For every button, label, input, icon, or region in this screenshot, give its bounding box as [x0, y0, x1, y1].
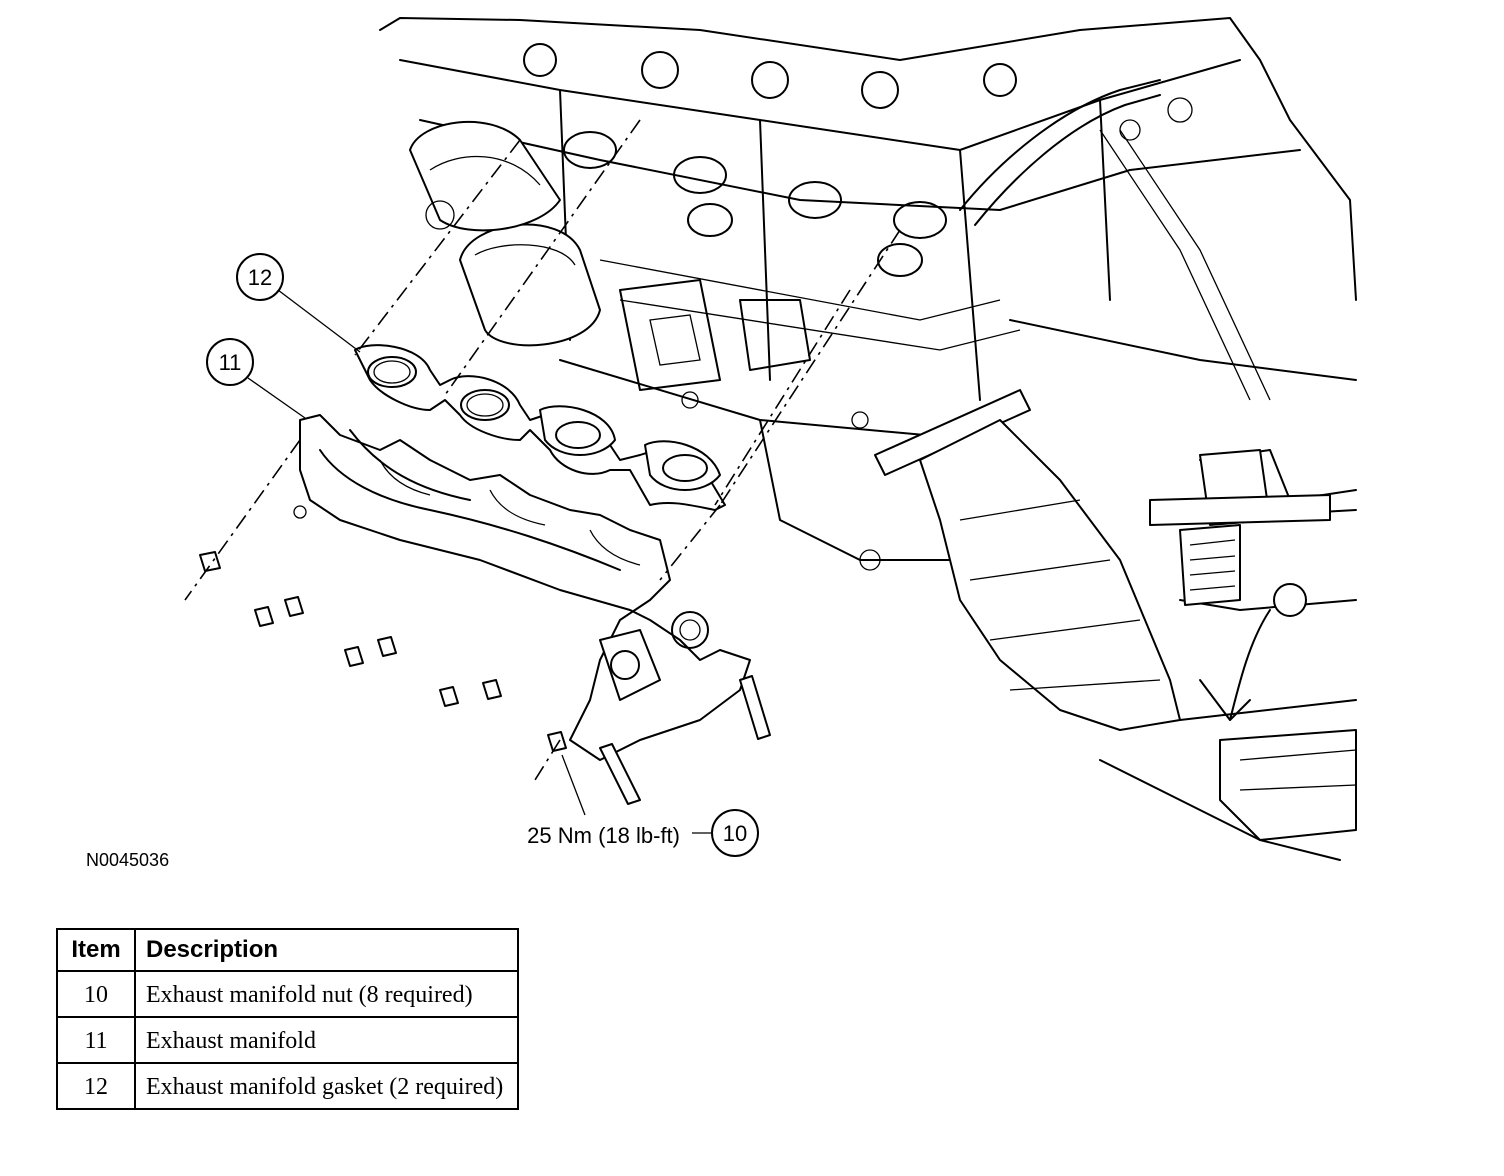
- oil-filter: [409, 120, 601, 347]
- legend-header-item: Item: [56, 928, 136, 972]
- legend-item-description: Exhaust manifold: [134, 1016, 519, 1064]
- legend-item-description: Exhaust manifold gasket (2 required): [134, 1062, 519, 1110]
- callout-12-label: 12: [248, 265, 272, 290]
- catalytic-converter: [874, 389, 1357, 841]
- table-row: 12 Exhaust manifold gasket (2 required): [56, 1062, 519, 1110]
- legend-header-description: Description: [134, 928, 519, 972]
- exhaust-manifold-gasket: [354, 344, 726, 511]
- legend-item-number: 12: [56, 1062, 136, 1110]
- parts-legend-table: Item Description 10 Exhaust manifold nut…: [56, 928, 519, 1110]
- table-row: 10 Exhaust manifold nut (8 required): [56, 970, 519, 1018]
- callout-11-label: 11: [219, 350, 242, 375]
- legend-item-description: Exhaust manifold nut (8 required): [134, 970, 519, 1018]
- callout-10-label: 10: [723, 821, 747, 846]
- exhaust-manifold-diagram: 12 11 25 Nm (18 lb-ft) 10: [184, 17, 1357, 861]
- alignment-lines: [184, 119, 901, 781]
- figure-id: N0045036: [86, 850, 170, 870]
- coolant-pipes: [959, 79, 1357, 401]
- manifold-nuts: [199, 551, 567, 752]
- transmission: [1099, 449, 1357, 861]
- callout-11: 11: [206, 338, 306, 419]
- callout-12: 12: [236, 253, 361, 353]
- legend-item-number: 11: [56, 1016, 136, 1064]
- legend-header-row: Item Description: [56, 928, 519, 972]
- engine-block: [379, 17, 1357, 571]
- table-row: 11 Exhaust manifold: [56, 1016, 519, 1064]
- legend-item-number: 10: [56, 970, 136, 1018]
- torque-spec: 25 Nm (18 lb-ft): [527, 823, 680, 848]
- exhaust-manifold: [293, 414, 771, 805]
- callout-10: 25 Nm (18 lb-ft) 10: [527, 754, 759, 857]
